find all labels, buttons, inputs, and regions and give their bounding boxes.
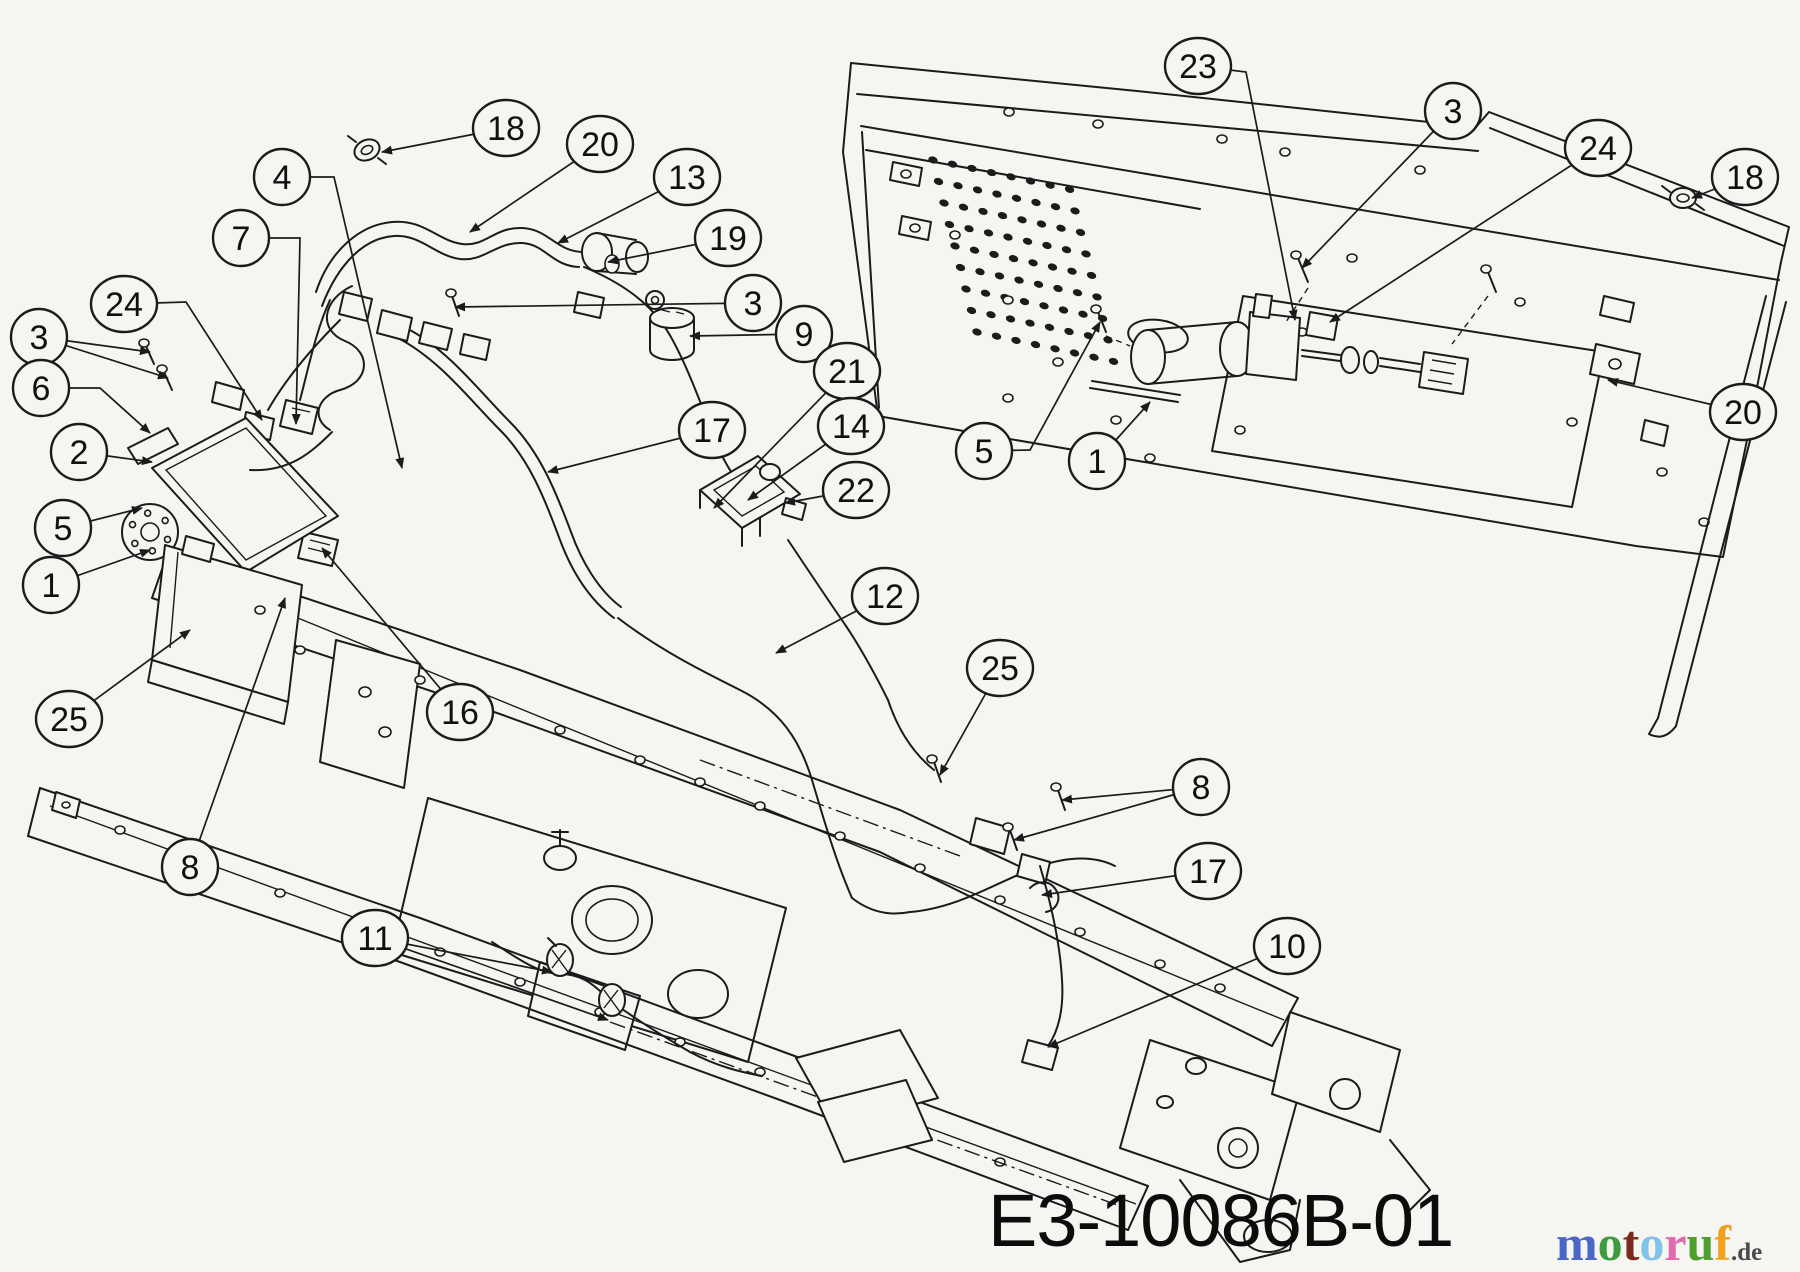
callout-11: 11 bbox=[340, 908, 609, 1021]
svg-text:1: 1 bbox=[42, 567, 61, 605]
svg-text:23: 23 bbox=[1179, 48, 1217, 86]
svg-text:25: 25 bbox=[50, 701, 88, 739]
callout-13: 13 bbox=[557, 147, 722, 244]
cable-clip-left bbox=[347, 135, 387, 165]
watermark-letter: o bbox=[1639, 1215, 1665, 1271]
left-bracket-assembly bbox=[121, 338, 339, 573]
svg-text:24: 24 bbox=[105, 286, 143, 324]
frame-rail-upper bbox=[147, 535, 1299, 1047]
callout-3: 3 bbox=[1301, 81, 1483, 269]
svg-text:7: 7 bbox=[232, 220, 251, 258]
callout-20: 20 bbox=[1607, 377, 1778, 442]
svg-text:4: 4 bbox=[273, 159, 292, 197]
watermark-letter: o bbox=[1597, 1215, 1623, 1271]
dash-panel-outline bbox=[842, 62, 1790, 738]
svg-text:25: 25 bbox=[981, 650, 1019, 688]
callout-3: 3 bbox=[454, 273, 783, 333]
callout-10: 10 bbox=[1047, 916, 1322, 1048]
callout-21: 21 bbox=[713, 341, 882, 509]
callout-16: 16 bbox=[321, 547, 495, 742]
svg-text:9: 9 bbox=[795, 316, 814, 354]
watermark-letter: u bbox=[1686, 1215, 1715, 1271]
callout-22: 22 bbox=[784, 460, 891, 520]
callout-8: 8 bbox=[1013, 757, 1231, 842]
callout-24: 24 bbox=[89, 274, 263, 421]
panel-screw-holes bbox=[949, 107, 1710, 527]
callout-17: 17 bbox=[547, 400, 747, 474]
callout-4: 4 bbox=[252, 147, 405, 469]
svg-text:2: 2 bbox=[70, 434, 89, 472]
svg-text:3: 3 bbox=[30, 319, 49, 357]
svg-text:18: 18 bbox=[1726, 159, 1764, 197]
svg-text:22: 22 bbox=[837, 472, 875, 510]
svg-text:10: 10 bbox=[1268, 928, 1306, 966]
svg-text:24: 24 bbox=[1579, 130, 1617, 168]
callout-17: 17 bbox=[1041, 841, 1243, 901]
svg-text:20: 20 bbox=[581, 126, 619, 164]
callout-2: 2 bbox=[49, 422, 153, 482]
svg-text:11: 11 bbox=[357, 920, 392, 958]
cable-clip-right bbox=[1661, 185, 1705, 211]
callout-6: 6 bbox=[11, 358, 151, 434]
watermark-letter: t bbox=[1622, 1215, 1640, 1271]
watermark-letter: f bbox=[1714, 1215, 1731, 1271]
drawing-number: E3-10086B-01 bbox=[988, 1179, 1454, 1262]
svg-text:1: 1 bbox=[1088, 443, 1107, 481]
svg-text:5: 5 bbox=[975, 433, 994, 471]
svg-text:14: 14 bbox=[832, 408, 870, 446]
callout-5: 5 bbox=[954, 321, 1101, 481]
callout-9: 9 bbox=[689, 304, 834, 364]
svg-text:8: 8 bbox=[181, 849, 200, 887]
svg-text:6: 6 bbox=[32, 370, 51, 408]
svg-text:12: 12 bbox=[866, 578, 904, 616]
svg-text:3: 3 bbox=[744, 285, 763, 323]
svg-text:17: 17 bbox=[1189, 853, 1227, 891]
svg-text:18: 18 bbox=[487, 110, 525, 148]
callout-20: 20 bbox=[469, 114, 635, 233]
watermark-letter: m bbox=[1556, 1215, 1598, 1271]
flange-bolt-holes bbox=[128, 509, 172, 555]
watermark-domain-suffix: .de bbox=[1730, 1239, 1763, 1266]
callout-3: 3 bbox=[9, 307, 169, 380]
callout-1: 1 bbox=[21, 549, 151, 615]
rear-axle-brackets bbox=[1119, 1011, 1431, 1263]
callout-25: 25 bbox=[34, 629, 191, 749]
callout-5: 5 bbox=[33, 498, 143, 558]
svg-text:17: 17 bbox=[693, 412, 731, 450]
svg-text:5: 5 bbox=[54, 510, 73, 548]
svg-text:21: 21 bbox=[828, 353, 866, 391]
watermark-letter: r bbox=[1664, 1215, 1687, 1271]
callout-23: 23 bbox=[1163, 36, 1298, 321]
callout-19: 19 bbox=[607, 208, 763, 268]
callout-1: 1 bbox=[1067, 401, 1151, 491]
harness-rear-run bbox=[909, 754, 1116, 1071]
svg-text:13: 13 bbox=[668, 159, 706, 197]
frame-floor-plate bbox=[391, 797, 787, 1063]
lamp-wiring-part11 bbox=[491, 937, 939, 1163]
callout-18: 18 bbox=[1691, 147, 1780, 207]
svg-text:19: 19 bbox=[709, 220, 747, 258]
svg-text:20: 20 bbox=[1724, 394, 1762, 432]
svg-text:8: 8 bbox=[1192, 769, 1211, 807]
callout-18: 18 bbox=[381, 98, 541, 158]
svg-text:16: 16 bbox=[441, 694, 479, 732]
callout-24: 24 bbox=[1329, 118, 1633, 323]
callout-25: 25 bbox=[939, 638, 1035, 776]
svg-text:3: 3 bbox=[1444, 93, 1463, 131]
callout-14: 14 bbox=[747, 396, 886, 501]
solenoid-assembly bbox=[1090, 185, 1705, 395]
callout-12: 12 bbox=[775, 566, 920, 654]
callout-8: 8 bbox=[160, 597, 286, 897]
callout-7: 7 bbox=[211, 208, 301, 425]
watermark-logo: motoruf.de bbox=[1556, 1218, 1762, 1268]
